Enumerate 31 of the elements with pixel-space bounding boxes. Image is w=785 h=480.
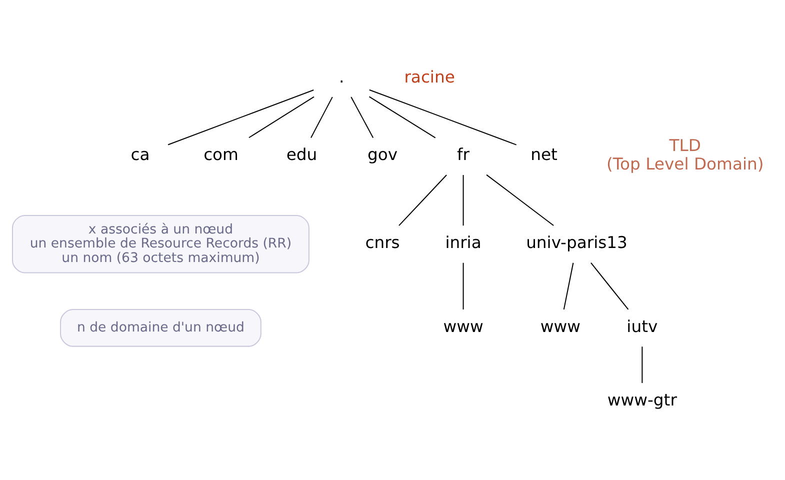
- node-text: fr: [457, 145, 470, 164]
- connector: [398, 174, 447, 226]
- node-text: iutv: [626, 316, 658, 336]
- node-text: ca: [130, 145, 150, 164]
- node-text: gov: [368, 145, 398, 164]
- node-text: www: [540, 316, 580, 336]
- connector: [310, 96, 333, 138]
- node-box: n de domaine d'un nœud: [60, 309, 262, 347]
- connector: [369, 89, 516, 146]
- node-text: net: [530, 145, 558, 164]
- connector: [368, 96, 436, 138]
- node-text: com: [204, 145, 238, 164]
- connector: [462, 262, 464, 310]
- connector: [590, 262, 629, 310]
- node-text: cnrs: [365, 232, 400, 252]
- node-text: inria: [445, 232, 482, 252]
- label: racine: [404, 67, 455, 86]
- connector: [248, 96, 314, 138]
- label: TLD (Top Level Domain): [606, 136, 764, 174]
- connector: [168, 90, 314, 146]
- node-text: www-gtr: [607, 390, 677, 410]
- connector: [563, 262, 574, 310]
- node-box: x associés à un nœud un ensemble de Resource Records (RR) un nom (63 octets maximum): [12, 214, 310, 274]
- node-text: www: [443, 316, 484, 336]
- connector: [350, 96, 374, 138]
- connector: [486, 174, 554, 226]
- connector: [462, 174, 464, 226]
- connector: [642, 346, 643, 383]
- node-text: edu: [286, 145, 318, 164]
- node-text: .: [339, 67, 344, 86]
- node-text: univ-paris13: [526, 232, 628, 252]
